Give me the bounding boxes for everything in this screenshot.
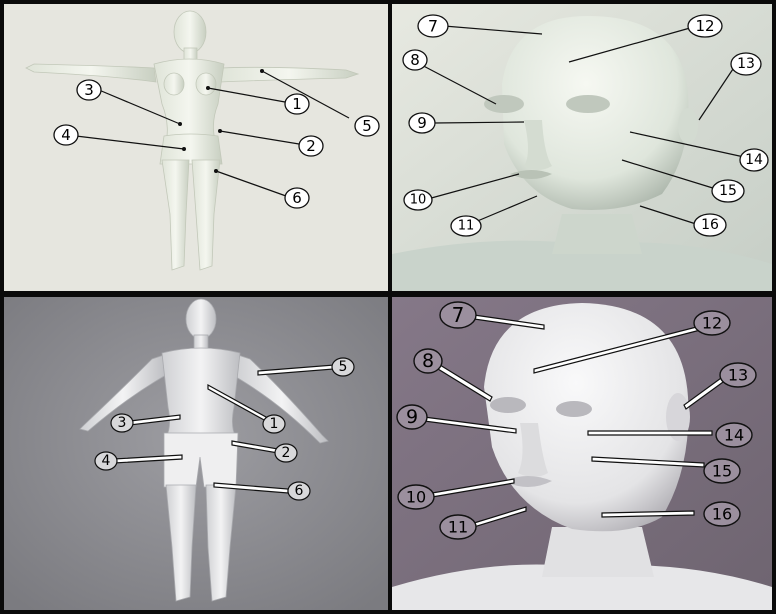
- female-body-panel: 1 2 3 4 5: [4, 4, 388, 291]
- svg-text:3: 3: [118, 415, 127, 431]
- svg-text:2: 2: [306, 137, 316, 155]
- svg-text:12: 12: [702, 314, 722, 333]
- svg-text:13: 13: [728, 366, 748, 385]
- svg-text:15: 15: [719, 183, 737, 199]
- svg-text:8: 8: [410, 51, 420, 69]
- callout-4: 4: [54, 125, 78, 145]
- female-face-svg: 7 8 9 10 11: [392, 4, 772, 291]
- svg-text:16: 16: [712, 505, 732, 524]
- svg-text:13: 13: [737, 56, 755, 72]
- callout-6: 6: [288, 482, 310, 500]
- svg-text:12: 12: [695, 17, 714, 35]
- callout-5: 5: [332, 358, 354, 376]
- male-body-svg: 1 2 3 4 5: [4, 297, 388, 610]
- male-body-panel: 1 2 3 4 5: [4, 297, 388, 610]
- svg-text:9: 9: [406, 406, 418, 428]
- callout-15: 15: [704, 459, 740, 483]
- female-face-panel: 7 8 9 10 11: [392, 4, 772, 291]
- svg-text:16: 16: [701, 217, 719, 233]
- svg-text:1: 1: [292, 95, 302, 113]
- callout-10: 10: [404, 190, 432, 210]
- callout-7: 7: [440, 302, 476, 328]
- svg-text:5: 5: [362, 117, 372, 135]
- male-face-panel: 7 8 9 10 11: [392, 297, 772, 610]
- callout-16: 16: [694, 214, 726, 236]
- svg-text:7: 7: [452, 303, 465, 327]
- callout-6: 6: [285, 188, 309, 208]
- callout-2: 2: [299, 136, 323, 156]
- callout-9: 9: [409, 113, 435, 133]
- callout-13: 13: [720, 363, 756, 387]
- svg-text:3: 3: [84, 81, 94, 99]
- svg-text:11: 11: [458, 219, 475, 234]
- svg-text:6: 6: [295, 483, 304, 499]
- svg-text:11: 11: [448, 518, 468, 537]
- svg-text:10: 10: [406, 488, 426, 507]
- callout-12: 12: [688, 15, 722, 37]
- svg-text:14: 14: [745, 152, 763, 168]
- svg-text:8: 8: [422, 350, 434, 372]
- svg-text:7: 7: [428, 17, 438, 36]
- callout-3: 3: [111, 414, 133, 432]
- svg-text:10: 10: [410, 193, 427, 208]
- callout-16: 16: [704, 502, 740, 526]
- female-body-svg: 1 2 3 4 5: [4, 4, 388, 291]
- svg-text:15: 15: [712, 462, 732, 481]
- callout-14: 14: [716, 423, 752, 447]
- callout-14: 14: [740, 149, 768, 171]
- svg-text:4: 4: [61, 126, 71, 144]
- callout-11: 11: [440, 515, 476, 539]
- callout-2: 2: [275, 444, 297, 462]
- callout-13: 13: [731, 53, 761, 75]
- svg-text:6: 6: [292, 189, 302, 207]
- male-face-svg: 7 8 9 10 11: [392, 297, 772, 610]
- callout-1: 1: [263, 415, 285, 433]
- svg-text:1: 1: [270, 416, 279, 432]
- callout-8: 8: [414, 349, 442, 373]
- callout-7: 7: [418, 15, 448, 37]
- svg-text:5: 5: [339, 359, 348, 375]
- callout-5: 5: [355, 116, 379, 136]
- callout-10: 10: [398, 485, 434, 509]
- callout-11: 11: [451, 216, 481, 236]
- callout-8: 8: [403, 50, 427, 70]
- callout-9: 9: [397, 405, 427, 429]
- callout-15: 15: [712, 180, 744, 202]
- svg-text:4: 4: [102, 453, 111, 469]
- svg-text:9: 9: [417, 114, 427, 132]
- callout-1: 1: [285, 94, 309, 114]
- callout-12: 12: [694, 311, 730, 335]
- callout-4: 4: [95, 452, 117, 470]
- svg-text:14: 14: [724, 426, 744, 445]
- svg-text:2: 2: [282, 445, 291, 461]
- callout-3: 3: [77, 80, 101, 100]
